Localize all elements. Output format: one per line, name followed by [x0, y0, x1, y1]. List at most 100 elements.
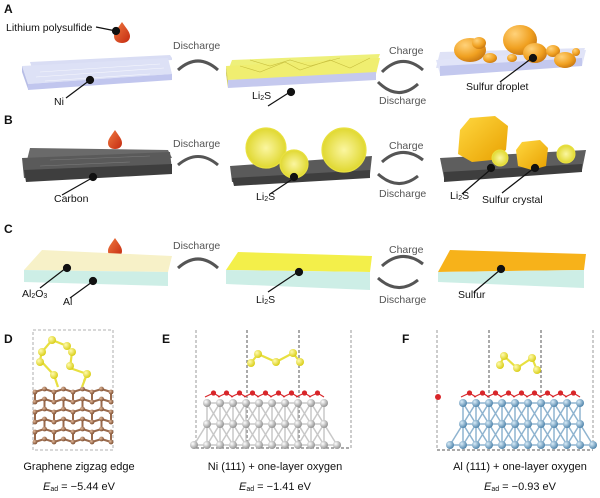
caption-f: Al (111) + one-layer oxygen	[453, 461, 587, 473]
oxygen-atom	[531, 390, 538, 396]
carbon-atom	[89, 419, 95, 425]
li2s-tail: S	[264, 90, 272, 102]
reverse-discharge-arrow-c	[376, 276, 419, 289]
carbon-atom	[99, 436, 104, 442]
reverse-discharge-label-c: Discharge	[379, 294, 427, 306]
metal-atom	[576, 441, 584, 449]
energy-sub: ad	[491, 486, 500, 493]
caption-e: Ni (111) + one-layer oxygen	[207, 461, 343, 473]
carbon-atom	[80, 396, 85, 402]
li2s-urchins	[245, 127, 367, 179]
carbon-atom	[51, 419, 57, 425]
li2s-label-a: Li2S	[252, 90, 271, 102]
metal-atom	[459, 441, 467, 449]
discharge-label-c: Discharge	[173, 240, 221, 252]
energy-f: Ead = −0.93 eV	[440, 481, 600, 493]
energy-symbol: E	[483, 481, 492, 493]
sulfur-label: Sulfur	[458, 289, 486, 301]
panel-letter-b: B	[4, 113, 13, 127]
li2s-tail: S	[268, 191, 276, 203]
oxygen-atom	[223, 390, 230, 396]
carbon-atom	[42, 396, 47, 402]
oxygen-atom	[544, 390, 551, 396]
carbon-atom	[108, 389, 114, 395]
carbon-atom	[51, 429, 57, 435]
carbon-atom	[80, 416, 85, 422]
carbon-atom	[61, 416, 66, 422]
caption-d: Graphene zigzag edge	[23, 461, 135, 473]
charge-arrow-a	[380, 60, 424, 74]
metal-atom	[550, 441, 558, 449]
metal-atom	[576, 399, 584, 407]
sulfur-droplets	[454, 25, 580, 68]
carbon-atom	[42, 386, 47, 392]
metal-atom	[307, 441, 315, 449]
panel-e-structure	[190, 330, 352, 449]
panel-d-structure	[32, 329, 114, 451]
discharge-label-a: Discharge	[173, 40, 221, 52]
metal-atom	[320, 441, 328, 449]
metal-atom	[511, 399, 519, 407]
energy-sub: ad	[50, 486, 59, 493]
metal-atom	[524, 441, 532, 449]
metal-atom	[524, 420, 532, 428]
li2s-base: Li	[252, 90, 261, 102]
carbon-atom	[51, 389, 57, 395]
metal-atom	[242, 441, 250, 449]
ni-label: Ni	[54, 96, 64, 108]
carbon-atom	[32, 389, 38, 395]
charge-label-c: Charge	[389, 244, 424, 256]
metal-atom	[242, 399, 250, 407]
carbon-atom	[61, 436, 66, 442]
metal-atom	[320, 420, 328, 428]
metal-atom	[229, 441, 237, 449]
discharge-arrow-b	[177, 155, 219, 167]
carbon-atom	[80, 406, 85, 412]
reverse-discharge-arrow-b	[376, 172, 419, 185]
metal-atom	[498, 441, 506, 449]
metal-atom	[485, 399, 493, 407]
carbon-atom	[61, 386, 66, 392]
panel-f-structure	[435, 330, 597, 451]
carbon-atom	[108, 399, 114, 405]
metal-atom	[281, 441, 289, 449]
sulfur-crystal-large	[458, 116, 508, 162]
carbon-atom	[108, 419, 114, 425]
polysulfide-drop-icon	[108, 238, 122, 257]
reverse-discharge-label-b: Discharge	[379, 188, 427, 200]
metal-atom	[190, 441, 198, 449]
carbon-atom	[61, 406, 66, 412]
metal-atom	[498, 399, 506, 407]
energy-sub: ad	[246, 486, 255, 493]
energy-d: Ead = −5.44 eV	[14, 481, 144, 493]
metal-atom	[446, 441, 454, 449]
metal-atom	[294, 399, 302, 407]
carbon-atom	[70, 389, 76, 395]
carbon-atom	[89, 399, 95, 405]
metal-atom	[524, 399, 532, 407]
li2s-sub: 2	[264, 299, 269, 306]
metal-atom	[268, 399, 276, 407]
oxygen-atom	[301, 390, 308, 396]
leader-lines	[39, 26, 540, 299]
al2o3-part-o: O	[35, 288, 44, 300]
panel-letter-c: C	[4, 222, 13, 236]
metal-atom	[216, 441, 224, 449]
metal-atom	[294, 441, 302, 449]
carbon-atom	[99, 386, 104, 392]
carbon-atom	[99, 416, 104, 422]
metal-atom	[511, 420, 519, 428]
discharge-arrow-c	[176, 257, 220, 270]
oxygen-atom	[518, 390, 525, 396]
li2s-label-b-final: Li2S	[450, 190, 469, 202]
carbon-atom	[99, 396, 104, 402]
carbon-atom	[42, 416, 47, 422]
metal-atom	[485, 420, 493, 428]
al-label: Al	[63, 296, 73, 308]
metal-atom	[268, 441, 276, 449]
panel-a-artwork	[22, 22, 586, 94]
oxygen-atom	[262, 390, 269, 396]
metal-atom	[294, 420, 302, 428]
metal-atom	[268, 420, 276, 428]
